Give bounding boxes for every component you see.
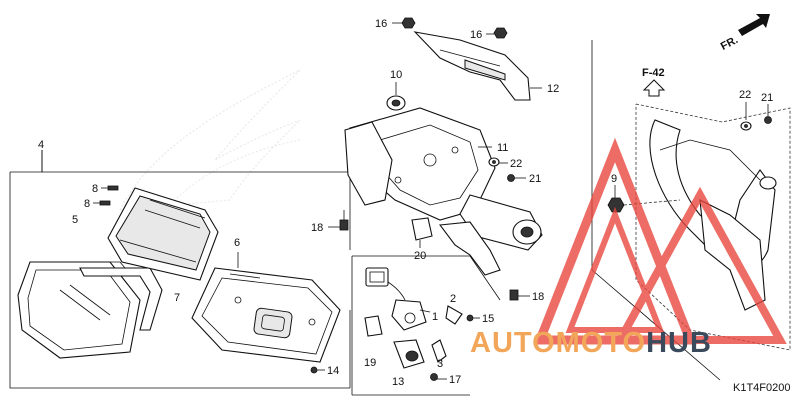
callout-8a: 8 bbox=[92, 183, 98, 195]
bolt-21-right bbox=[764, 116, 772, 124]
watermark-suffix: HUB bbox=[646, 327, 712, 359]
callout-7: 7 bbox=[174, 292, 180, 304]
screw-14 bbox=[310, 366, 325, 374]
callout-10: 10 bbox=[390, 69, 402, 81]
display-panel-part bbox=[107, 187, 219, 281]
watermark-brand: AUTOMOTOHUB bbox=[470, 327, 712, 359]
cylinder-13-part bbox=[393, 339, 425, 369]
nut-16a bbox=[401, 17, 416, 29]
nut-9 bbox=[607, 197, 625, 213]
bolt-18-right bbox=[509, 289, 519, 301]
callout-14: 14 bbox=[327, 365, 339, 377]
callout-20: 20 bbox=[414, 250, 426, 262]
callout-1: 1 bbox=[432, 311, 438, 323]
ref-box-label: F-42 bbox=[642, 67, 665, 79]
callout-19: 19 bbox=[364, 357, 376, 369]
bolt-18-left bbox=[339, 210, 349, 231]
callout-16a: 16 bbox=[375, 18, 387, 30]
washer-22-center bbox=[488, 157, 500, 167]
meter-case-part bbox=[191, 267, 341, 363]
callout-21b: 21 bbox=[761, 92, 773, 104]
clip-2-part bbox=[445, 305, 463, 325]
sensor-subgroup bbox=[351, 255, 501, 396]
callout-2: 2 bbox=[450, 293, 456, 305]
callout-22a: 22 bbox=[510, 158, 522, 170]
diagram-code: K1T4F0200 bbox=[733, 382, 790, 394]
meter-assembly-group bbox=[9, 150, 351, 389]
callout-9: 9 bbox=[611, 173, 617, 185]
callout-3: 3 bbox=[437, 358, 443, 370]
callout-15: 15 bbox=[482, 313, 494, 325]
callout-17: 17 bbox=[449, 374, 461, 386]
callout-6: 6 bbox=[234, 237, 240, 249]
sensor-1-part bbox=[391, 299, 427, 331]
bracket-19-part bbox=[364, 315, 383, 337]
callout-5: 5 bbox=[72, 214, 78, 226]
callout-22b: 22 bbox=[739, 89, 751, 101]
clip-20 bbox=[411, 217, 433, 241]
screw-8b bbox=[93, 200, 111, 206]
callout-12: 12 bbox=[547, 83, 559, 95]
watermark-triangle-logo bbox=[533, 137, 787, 345]
callout-18b: 18 bbox=[532, 291, 544, 303]
plate-3-part bbox=[431, 339, 447, 363]
reference-arrow-up bbox=[642, 79, 666, 97]
svg-text:AUTOMOTOHUB: AUTOMOTOHUB bbox=[470, 327, 712, 359]
callout-16b: 16 bbox=[470, 29, 482, 41]
screw-15 bbox=[466, 314, 480, 322]
grommet-10 bbox=[386, 95, 406, 111]
callout-11: 11 bbox=[497, 142, 508, 154]
nut-16b bbox=[493, 27, 508, 39]
bolt-21-center bbox=[507, 174, 526, 182]
switch-housing-part bbox=[438, 194, 543, 276]
front-direction-arrow bbox=[738, 14, 770, 36]
watermark-prefix: AUTOMOTO bbox=[470, 327, 646, 359]
callout-8b: 8 bbox=[84, 198, 90, 210]
callout-21a: 21 bbox=[529, 173, 541, 185]
gasket-frame-part bbox=[79, 261, 163, 331]
connector-part bbox=[365, 267, 406, 301]
callout-4: 4 bbox=[38, 139, 44, 151]
callout-18a: 18 bbox=[311, 222, 323, 234]
washer-22-right bbox=[740, 121, 752, 131]
screw-8a bbox=[101, 185, 119, 191]
upper-cover-part bbox=[413, 31, 531, 101]
screw-17 bbox=[430, 373, 447, 381]
direction-label: FR. bbox=[719, 34, 740, 53]
callout-13: 13 bbox=[392, 376, 404, 388]
